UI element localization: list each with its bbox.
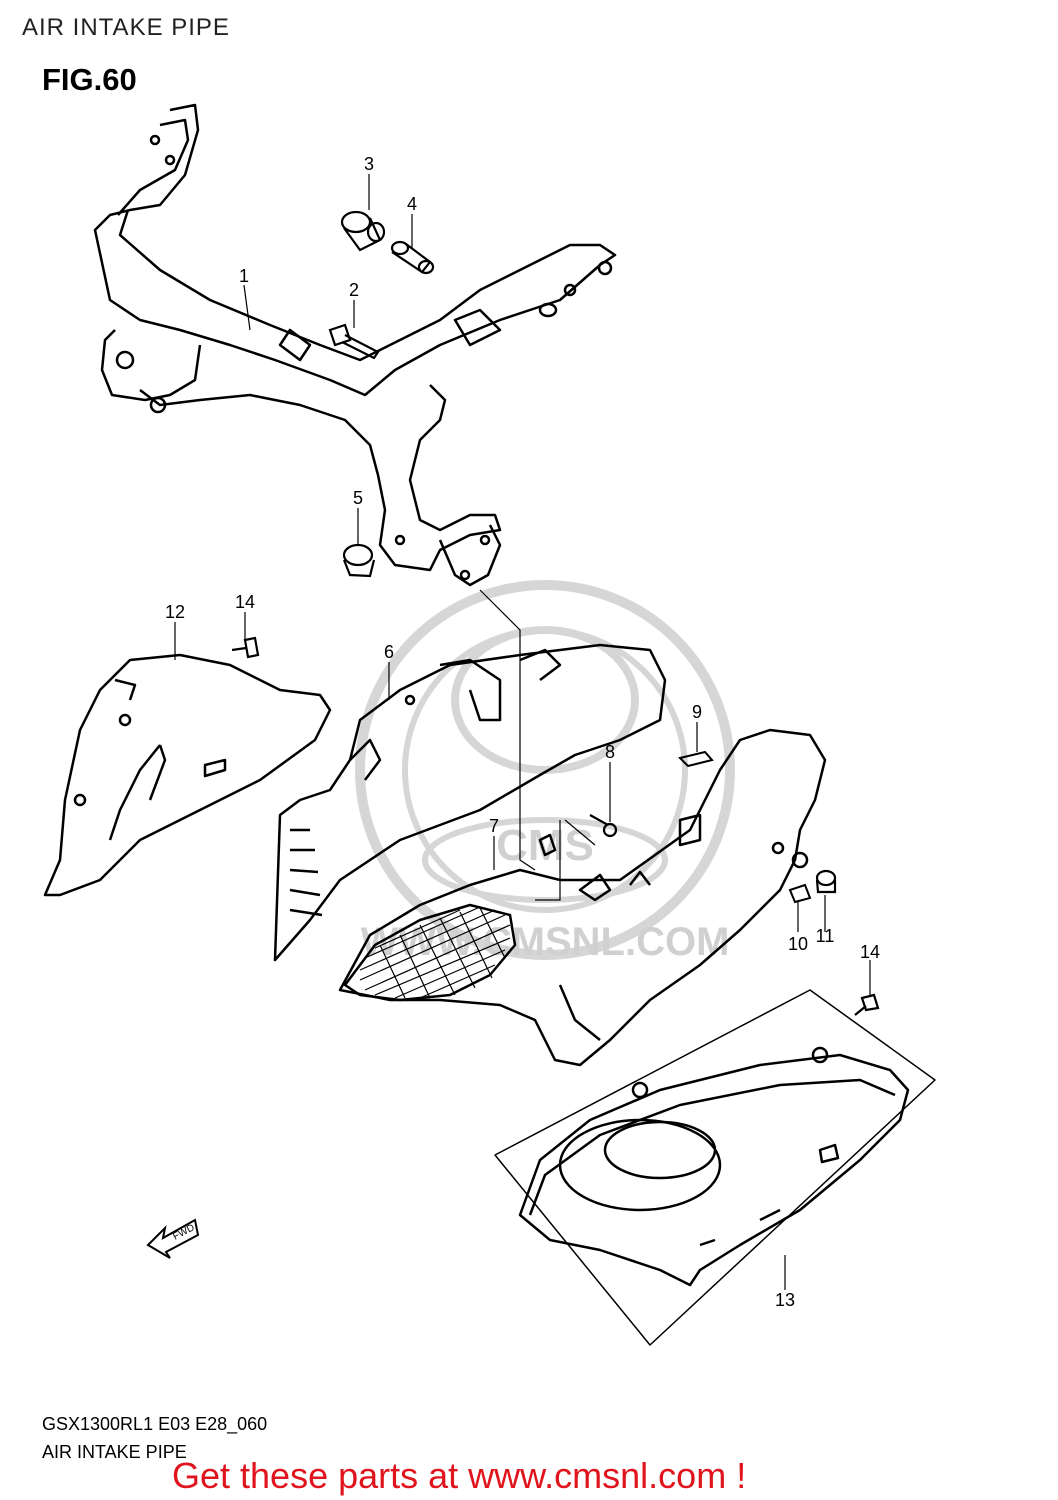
leader-lines [174,174,871,1290]
callout-2: 2 [348,280,360,300]
header-title: AIR INTAKE PIPE [22,14,230,41]
callout-11: 11 [815,926,835,946]
callout-1: 1 [238,266,250,286]
part-8-screw [589,814,618,838]
part-10-nut [788,883,812,904]
callout-8: 8 [604,742,616,762]
part-14-screw-upper [231,636,260,659]
fwd-arrow: FWD [146,1218,200,1259]
callout-5: 5 [352,488,364,508]
part-13-lower-cover [494,989,936,1346]
callout-10: 10 [787,934,809,954]
part-7-intake-pipe [338,728,827,1067]
callout-14-upper: 14 [234,592,256,612]
callout-7: 7 [488,816,500,836]
callout-13: 13 [774,1290,796,1310]
callout-4: 4 [406,194,418,214]
part-1-frame-bracket [93,103,617,587]
watermark-logo-text: CMS [496,821,594,870]
intake-mesh [359,906,511,999]
callout-9: 9 [691,702,703,722]
figure-label: FIG.60 [42,62,137,97]
part-2-bolt [328,323,380,360]
part-12-left-panel [43,653,332,897]
part-3-bushing [340,210,386,252]
watermark-url: WWW.CMSNL.COM [361,920,730,964]
footer-model-code: GSX1300RL1 E03 E28_060 [42,1414,268,1434]
footer-section-name: AIR INTAKE PIPE [42,1442,187,1462]
part-4-collar [390,240,435,275]
callout-3: 3 [363,154,375,174]
part-9-clip [678,750,714,768]
part-5-grommet [342,543,376,578]
part-6-intake-duct [273,643,667,962]
callout-6: 6 [383,642,395,662]
callout-12: 12 [164,602,186,622]
part-14-screw-lower [854,993,880,1016]
cta-link[interactable]: Get these parts at www.cmsnl.com ! [172,1455,747,1496]
part-11-grommet [815,869,837,894]
callout-14-lower: 14 [859,942,881,962]
